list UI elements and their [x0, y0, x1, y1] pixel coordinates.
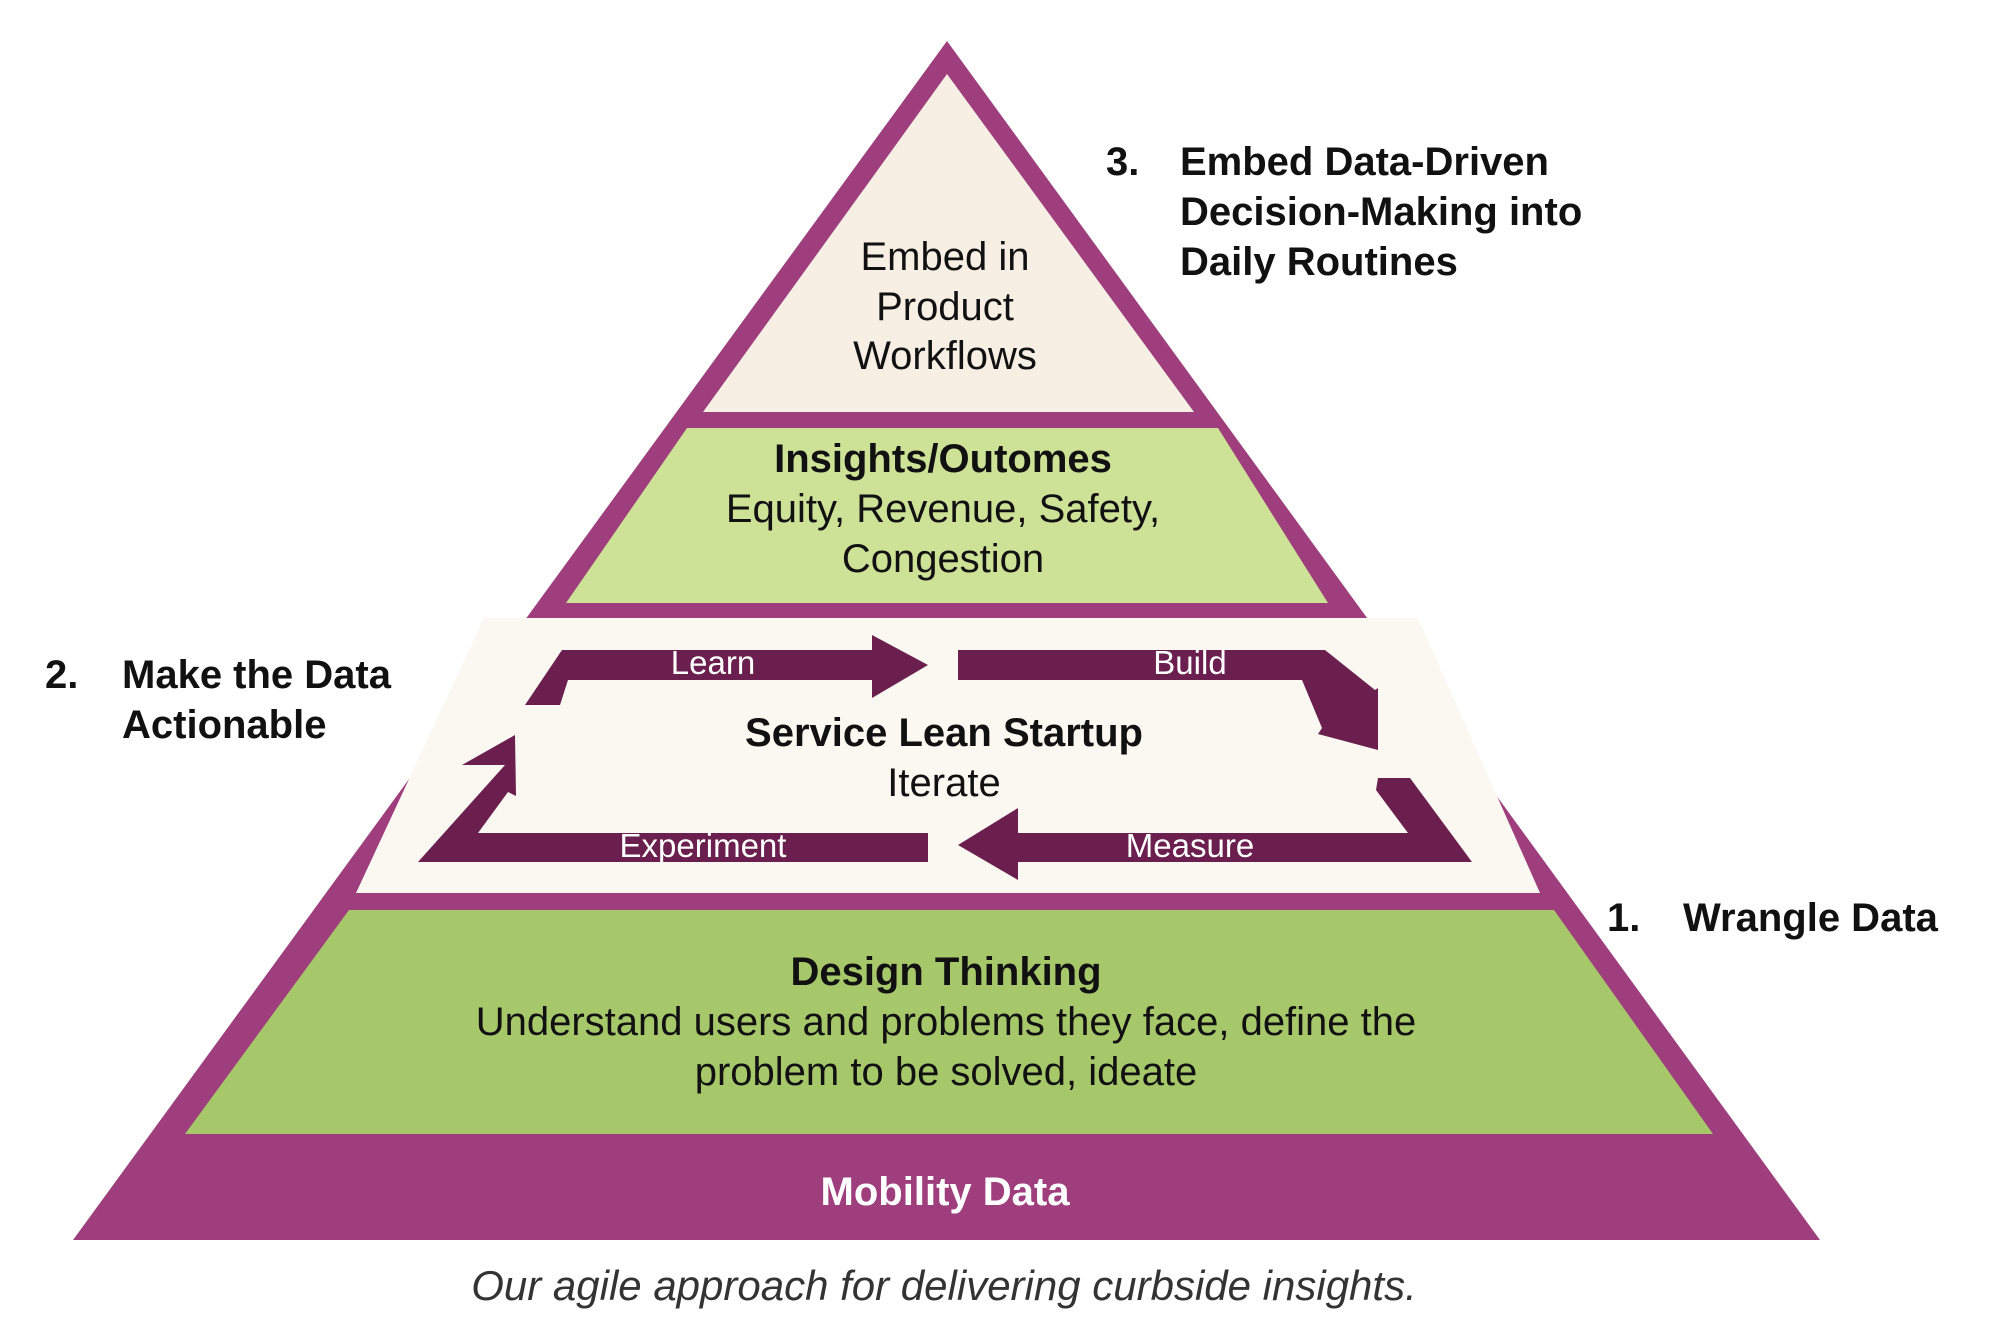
step-3-line3: Daily Routines: [1180, 240, 1458, 284]
insights-tier: [566, 428, 1328, 603]
lean-startup-tier: [356, 618, 1540, 893]
top-tier-line2: Product: [876, 285, 1014, 329]
top-tier-line3: Workflows: [853, 334, 1037, 378]
build-arrow: [958, 650, 1378, 750]
experiment-arrow: [418, 735, 928, 862]
measure-label: Measure: [1126, 827, 1254, 864]
build-label: Build: [1153, 644, 1226, 681]
design-line1: Understand users and problems they face,…: [476, 1000, 1417, 1044]
top-tier-line1: Embed in: [861, 235, 1030, 279]
design-thinking-tier: [185, 910, 1713, 1134]
insights-line1: Equity, Revenue, Safety,: [726, 487, 1160, 531]
top-tier: [703, 74, 1194, 412]
insights-title: Insights/Outomes: [774, 437, 1112, 481]
base-label: Mobility Data: [821, 1170, 1071, 1214]
experiment-label: Experiment: [620, 827, 787, 864]
insights-line2: Congestion: [842, 537, 1044, 581]
learn-arrow: [525, 635, 928, 705]
learn-label: Learn: [671, 644, 755, 681]
measure-arrow: [958, 778, 1472, 880]
step-3-line1: Embed Data-Driven: [1180, 140, 1549, 184]
step-3-line2: Decision-Making into: [1180, 190, 1582, 234]
caption: Our agile approach for delivering curbsi…: [471, 1262, 1417, 1309]
lean-subtitle: Iterate: [887, 761, 1000, 805]
step-1-label: Wrangle Data: [1683, 896, 1939, 940]
base-tier: [73, 1134, 1820, 1240]
step-2-number: 2.: [45, 653, 78, 697]
step-1-number: 1.: [1607, 896, 1640, 940]
lean-title: Service Lean Startup: [745, 711, 1143, 755]
step-2-line1: Make the Data: [122, 653, 392, 697]
step-2-line2: Actionable: [122, 703, 326, 747]
step-3-number: 3.: [1106, 140, 1139, 184]
design-line2: problem to be solved, ideate: [695, 1050, 1198, 1094]
design-title: Design Thinking: [790, 950, 1101, 994]
